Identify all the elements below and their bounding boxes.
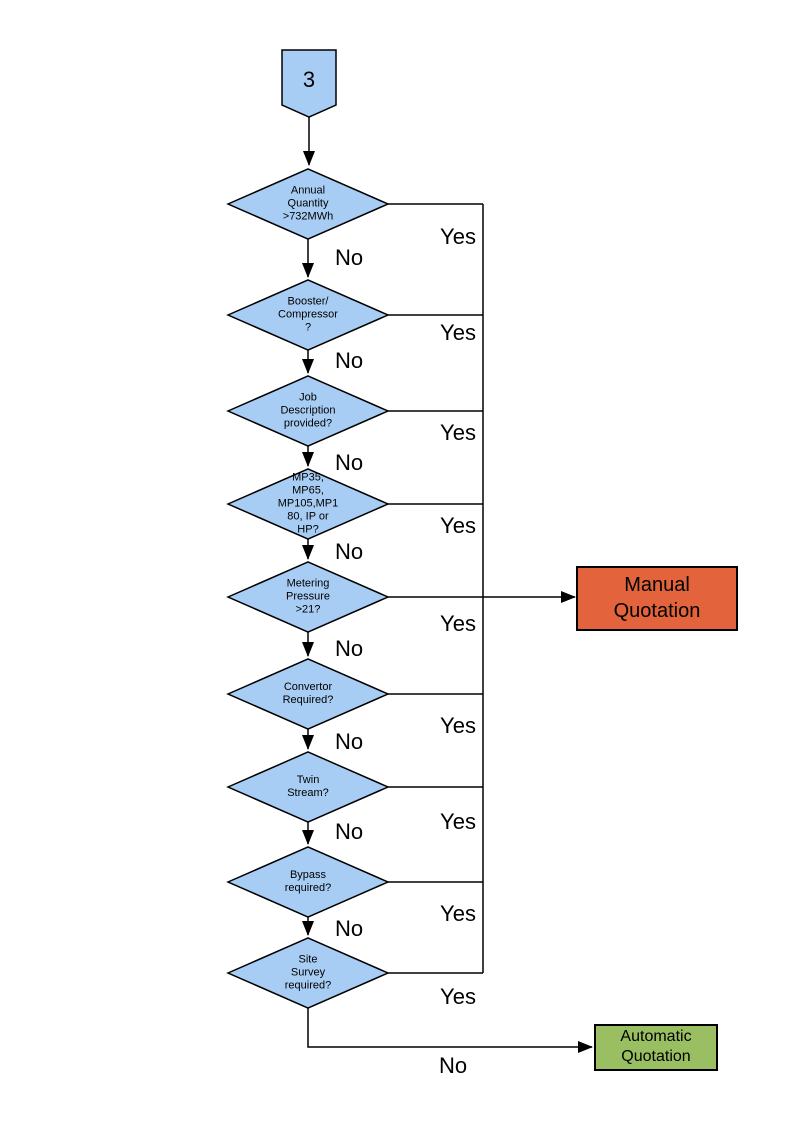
automatic-quotation-label: Automatic Quotation [620,1028,692,1065]
decision-booster-compressor-label: Booster/ Compressor ? [278,295,338,334]
decision-convertor-required [226,658,390,730]
decision-metering-pressure [226,561,390,633]
yes-label-d9: Yes [440,984,476,1009]
offpage-connector-label: 3 [302,67,316,92]
decision-site-survey-label: Site Survey required? [284,953,332,992]
yes-label-d8: Yes [440,901,476,926]
flowchart-shapes [226,49,738,1071]
decision-annual-quantity [226,168,390,240]
decision-booster-compressor [226,279,390,351]
no-label-d4: No [334,539,364,564]
decision-metering-pressure-label: Metering Pressure >21? [285,577,331,616]
decision-meter-type-label: MP35, MP65, MP105,MP1 80, IP or HP? [277,471,339,536]
no-label-d7: No [334,819,364,844]
no-label-d8: No [334,916,364,941]
yes-label-d6: Yes [440,713,476,738]
no-label-d2: No [334,348,364,373]
no-label-d9: No [438,1053,468,1078]
no-label-d1: No [334,245,364,270]
manual-quotation-box [576,566,738,631]
no-label-d3: No [334,450,364,475]
automatic-quotation-path [307,1008,593,1053]
decision-bypass-required-label: Bypass required? [284,869,332,894]
decision-bypass-required [226,846,390,918]
yes-label-d3: Yes [440,420,476,445]
manual-quotation-label: Manual Quotation [613,574,701,622]
offpage-connector-shape [281,49,337,118]
no-label-d5: No [334,636,364,661]
yes-label-d2: Yes [440,320,476,345]
connector-lines [302,117,593,1053]
yes-label-d5: Yes [440,611,476,636]
decision-job-description [226,375,390,447]
decision-job-description-label: Job Description provided? [280,391,336,430]
yes-label-d7: Yes [440,809,476,834]
yes-label-d4: Yes [440,513,476,538]
decision-annual-quantity-label: Annual Quantity >732MWh [282,184,334,223]
automatic-quotation-box [594,1024,718,1071]
decision-site-survey [226,937,390,1009]
no-label-d6: No [334,729,364,754]
decision-twin-stream-label: Twin Stream? [287,774,329,799]
decision-meter-type [226,468,390,540]
decision-twin-stream [226,751,390,823]
decision-convertor-required-label: Convertor Required? [282,681,334,706]
yes-label-d1: Yes [440,224,476,249]
